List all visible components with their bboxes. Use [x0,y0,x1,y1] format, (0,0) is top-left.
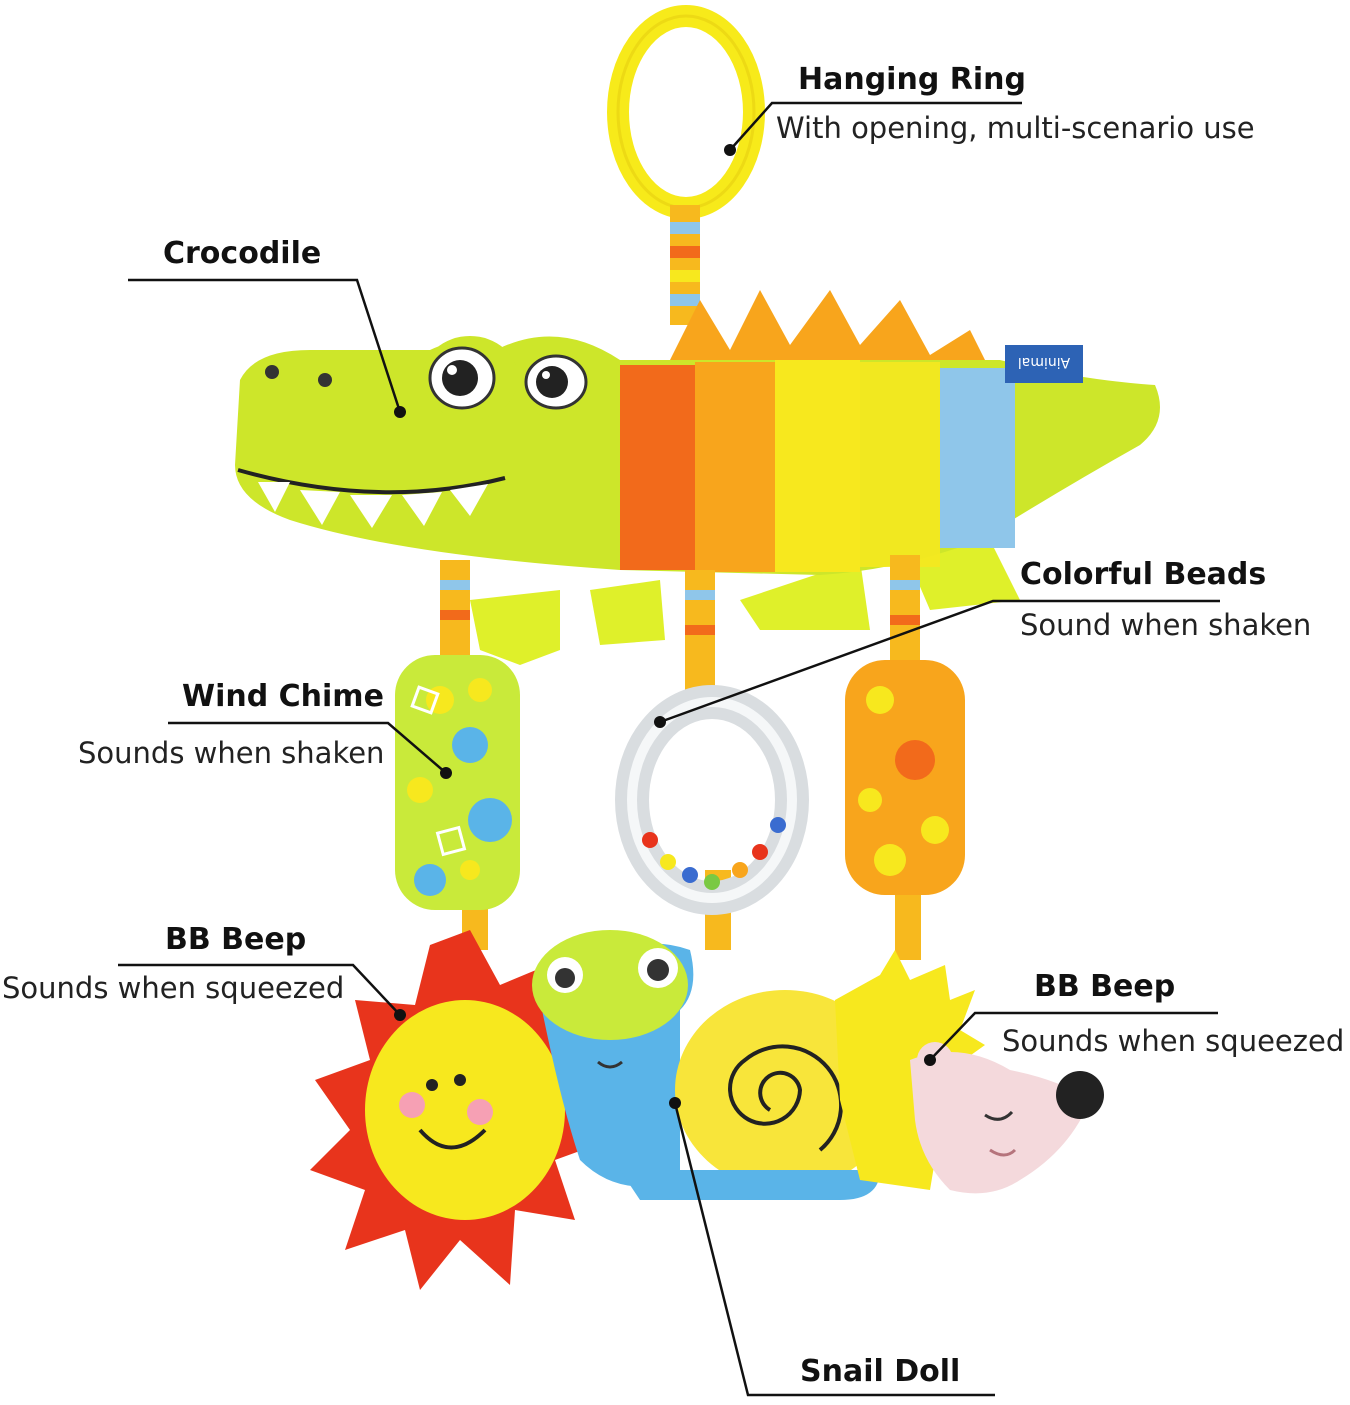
callout-title: Wind Chime [182,679,384,714]
callout-bb-beep-right: BB Beep [1034,969,1175,1005]
wind-chime [395,655,520,910]
callout-title: BB Beep [1034,969,1176,1004]
lion [310,930,615,1290]
wind-chime-orange [845,660,965,895]
callout-title: BB Beep [165,922,307,957]
callout-desc: Sounds when squeezed [2,971,345,1005]
callout-wind-chime: Wind Chime [182,679,384,715]
leader-lines [118,101,1220,1397]
callout-title: Snail Doll [800,1354,961,1389]
callout-colorful-beads-desc: Sound when shaken [1020,607,1311,643]
hanging-ring [607,5,765,325]
callout-title: Colorful Beads [1020,557,1267,592]
callout-title: Hanging Ring [798,62,1026,97]
callout-desc: With opening, multi-scenario use [776,111,1255,145]
callout-desc: Sounds when shaken [78,736,385,770]
callout-title: Crocodile [163,236,322,271]
callout-hanging-ring: Hanging Ring [798,62,1026,98]
callout-snail-doll: Snail Doll [800,1354,960,1390]
crocodile: Ainimal [235,290,1160,665]
callout-desc: Sounds when squeezed [1002,1024,1345,1058]
callout-wind-chime-desc: Sounds when shaken [78,735,384,771]
ribbons [440,555,921,960]
bead-ring [615,685,809,915]
callout-hanging-ring-desc: With opening, multi-scenario use [776,110,1255,146]
callout-bb-beep-right-desc: Sounds when squeezed [1002,1023,1344,1059]
callout-crocodile: Crocodile [163,236,321,272]
callout-desc: Sound when shaken [1020,608,1312,642]
hedgehog [835,950,1104,1194]
callout-colorful-beads: Colorful Beads [1020,557,1266,593]
callout-bb-beep-left-desc: Sounds when squeezed [2,970,344,1006]
callout-bb-beep-left: BB Beep [165,922,306,958]
snail [532,930,895,1200]
brand-tag: Ainimal [1018,354,1070,370]
